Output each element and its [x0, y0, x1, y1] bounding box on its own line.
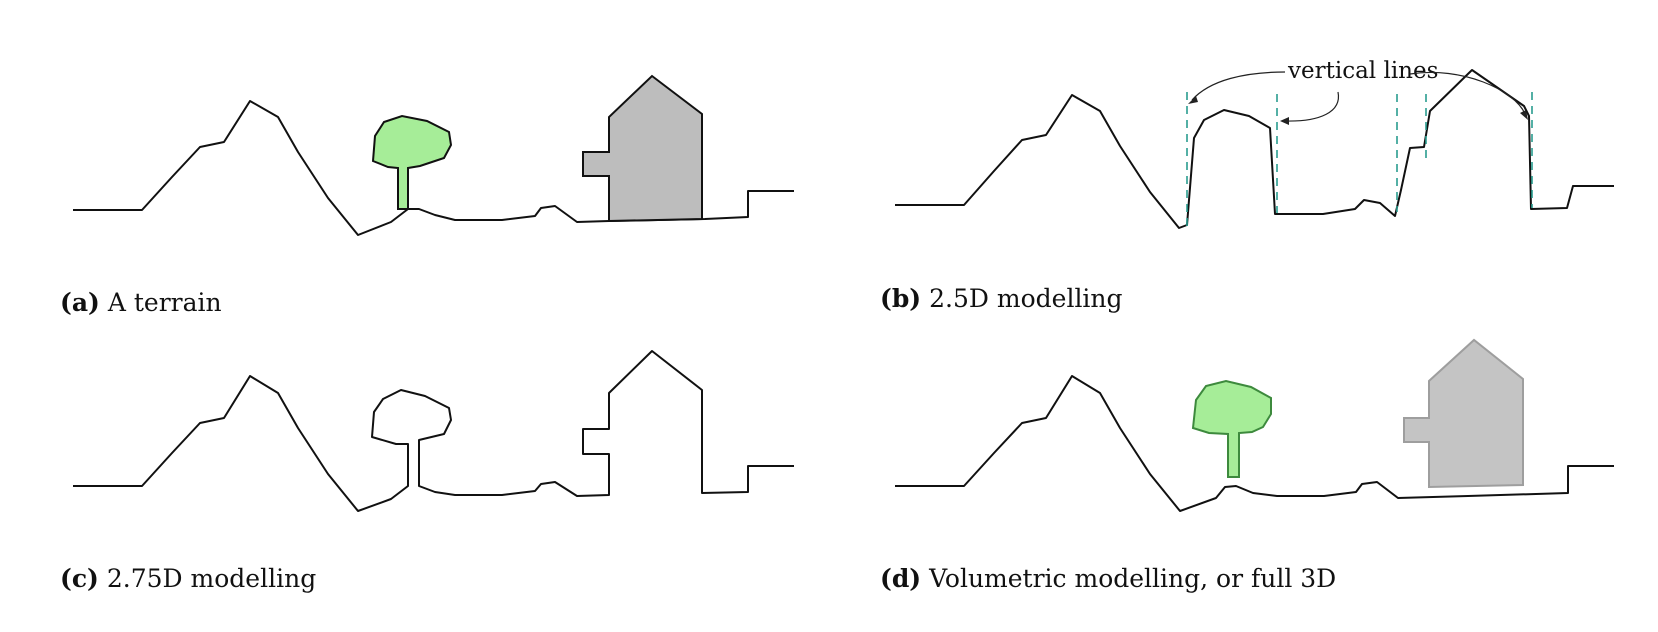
panel-c-tag: (c)	[60, 564, 99, 593]
panel-a-caption-text: A terrain	[107, 288, 222, 317]
panel-b-drawing: vertical lines	[895, 58, 1614, 229]
panel-a-caption: (a)A terrain	[60, 288, 222, 317]
panel-d-caption-text: Volumetric modelling, or full 3D	[929, 564, 1337, 593]
panel-c-caption: (c)2.75D modelling	[60, 564, 316, 593]
panel-c-caption-text: 2.75D modelling	[106, 564, 317, 593]
panel-a-tree	[371, 114, 453, 210]
panel-c-drawing	[73, 350, 794, 512]
panel-d-tree	[1191, 379, 1272, 478]
panel-b-arrow-1	[1191, 71, 1286, 101]
panel-d-drawing	[895, 338, 1614, 512]
panel-b-arrowhead-3	[1520, 110, 1528, 120]
panel-b-caption: (b)2.5D modelling	[880, 284, 1123, 313]
panel-b-annotation-label: vertical lines	[1287, 58, 1438, 84]
panel-b-arrow-2	[1283, 91, 1339, 122]
panel-a-drawing	[73, 74, 794, 236]
panel-c-terrain-line	[73, 350, 794, 512]
panel-b-arrowhead-2	[1280, 117, 1289, 125]
panel-d-terrain-line	[895, 375, 1614, 512]
panel-b-tag: (b)	[880, 284, 922, 313]
panel-d-caption: (d)Volumetric modelling, or full 3D	[880, 564, 1336, 593]
panel-a-tag: (a)	[60, 288, 100, 317]
panel-d-tag: (d)	[880, 564, 922, 593]
panel-d-house	[1403, 338, 1524, 489]
panel-a-house	[582, 74, 703, 223]
panel-b-arrowhead-1	[1188, 96, 1198, 104]
panel-b-arrow-3	[1409, 71, 1526, 115]
panel-b-caption-text: 2.5D modelling	[929, 284, 1123, 313]
